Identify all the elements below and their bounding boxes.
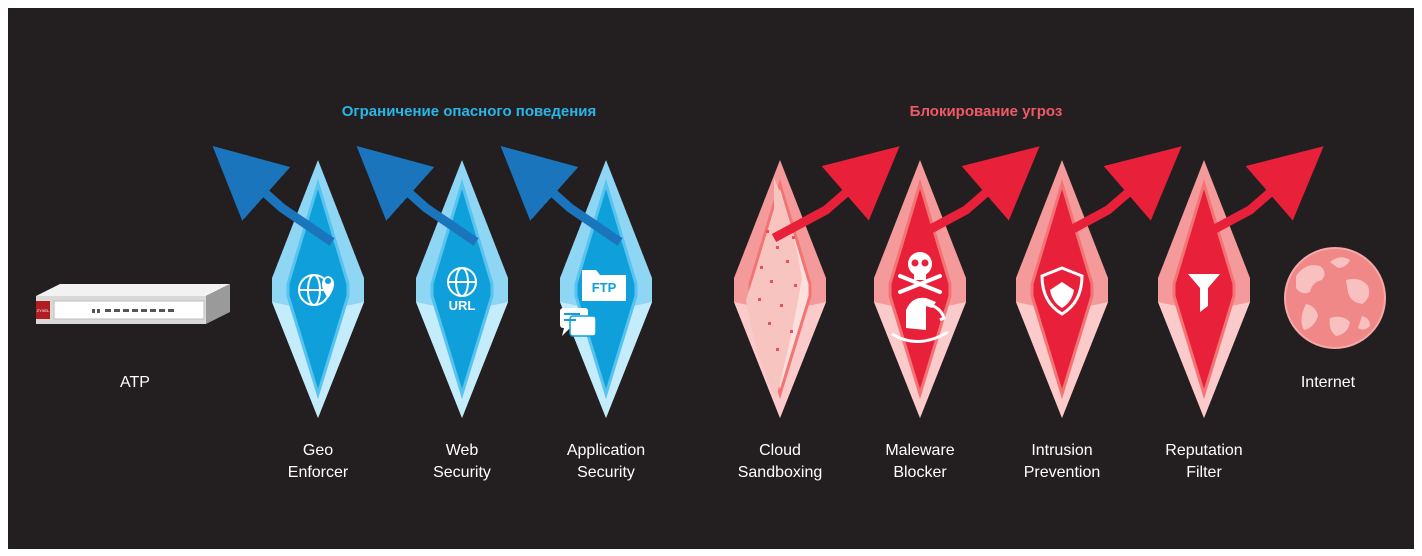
atp-label: ATP <box>120 374 150 391</box>
layer-label-line2: Blocker <box>893 464 947 481</box>
layer-label-line2: Enforcer <box>287 464 349 481</box>
arrow-red-4 <box>771 146 900 242</box>
svg-text:FTP: FTP <box>592 280 617 295</box>
endpoint-label-atp: ATP <box>60 372 210 394</box>
arrow-red-5 <box>911 146 1040 242</box>
heading-threat-blocking: Блокирование угроз <box>909 103 1063 120</box>
layer-diamond-5 <box>874 160 966 418</box>
layer-label-line2: Filter <box>1186 464 1222 481</box>
arrow-red-7 <box>1195 146 1324 242</box>
layer-diamond-1 <box>272 160 364 418</box>
layer-diamond-3: FTP <box>560 160 652 418</box>
globe-url-icon: URL <box>447 267 477 313</box>
arrow-blue-2 <box>356 146 479 246</box>
layer-label-line1: Geo <box>302 442 334 459</box>
device-brand-text: ZYXEL <box>37 308 50 313</box>
layer-label-line2: Prevention <box>1023 464 1101 481</box>
skull-horse-icon <box>891 252 949 343</box>
layer-label-line1: Intrusion <box>1031 442 1093 459</box>
layer-label-line2: Security <box>577 464 635 481</box>
layer-label-line2: Sandboxing <box>737 464 823 481</box>
layer-diamond-4 <box>734 160 826 418</box>
filter-funnel-icon <box>1188 274 1220 312</box>
arrow-red-6 <box>1053 146 1182 242</box>
layer-label-line1: Reputation <box>1165 442 1243 459</box>
arrow-blue-3 <box>500 146 623 246</box>
layer-label-line1: Maleware <box>885 442 955 459</box>
layer-diamond-7 <box>1158 160 1250 418</box>
svg-text:URL: URL <box>449 298 476 313</box>
arrow-blue-1 <box>212 146 335 246</box>
layer-label-line1: Cloud <box>759 442 801 459</box>
ftp-chat-icon: FTP <box>560 270 626 337</box>
globe-pin-icon <box>298 274 334 306</box>
endpoint-label-internet: Internet <box>1253 372 1403 394</box>
layer-diamond-6 <box>1016 160 1108 418</box>
layer-label-line1: Application <box>566 442 646 459</box>
globe-icon <box>1284 247 1386 349</box>
layer-label-line2: Security <box>433 464 491 481</box>
shield-icon <box>1040 266 1084 316</box>
firewall-appliance-icon: ZYXEL <box>36 284 230 324</box>
internet-label: Internet <box>1300 374 1356 391</box>
layer-diamond-2: URL <box>416 160 508 418</box>
layer-label-line1: Web <box>445 442 479 459</box>
heading-limit-dangerous-behavior: Ограничение опасного поведения <box>341 103 597 120</box>
